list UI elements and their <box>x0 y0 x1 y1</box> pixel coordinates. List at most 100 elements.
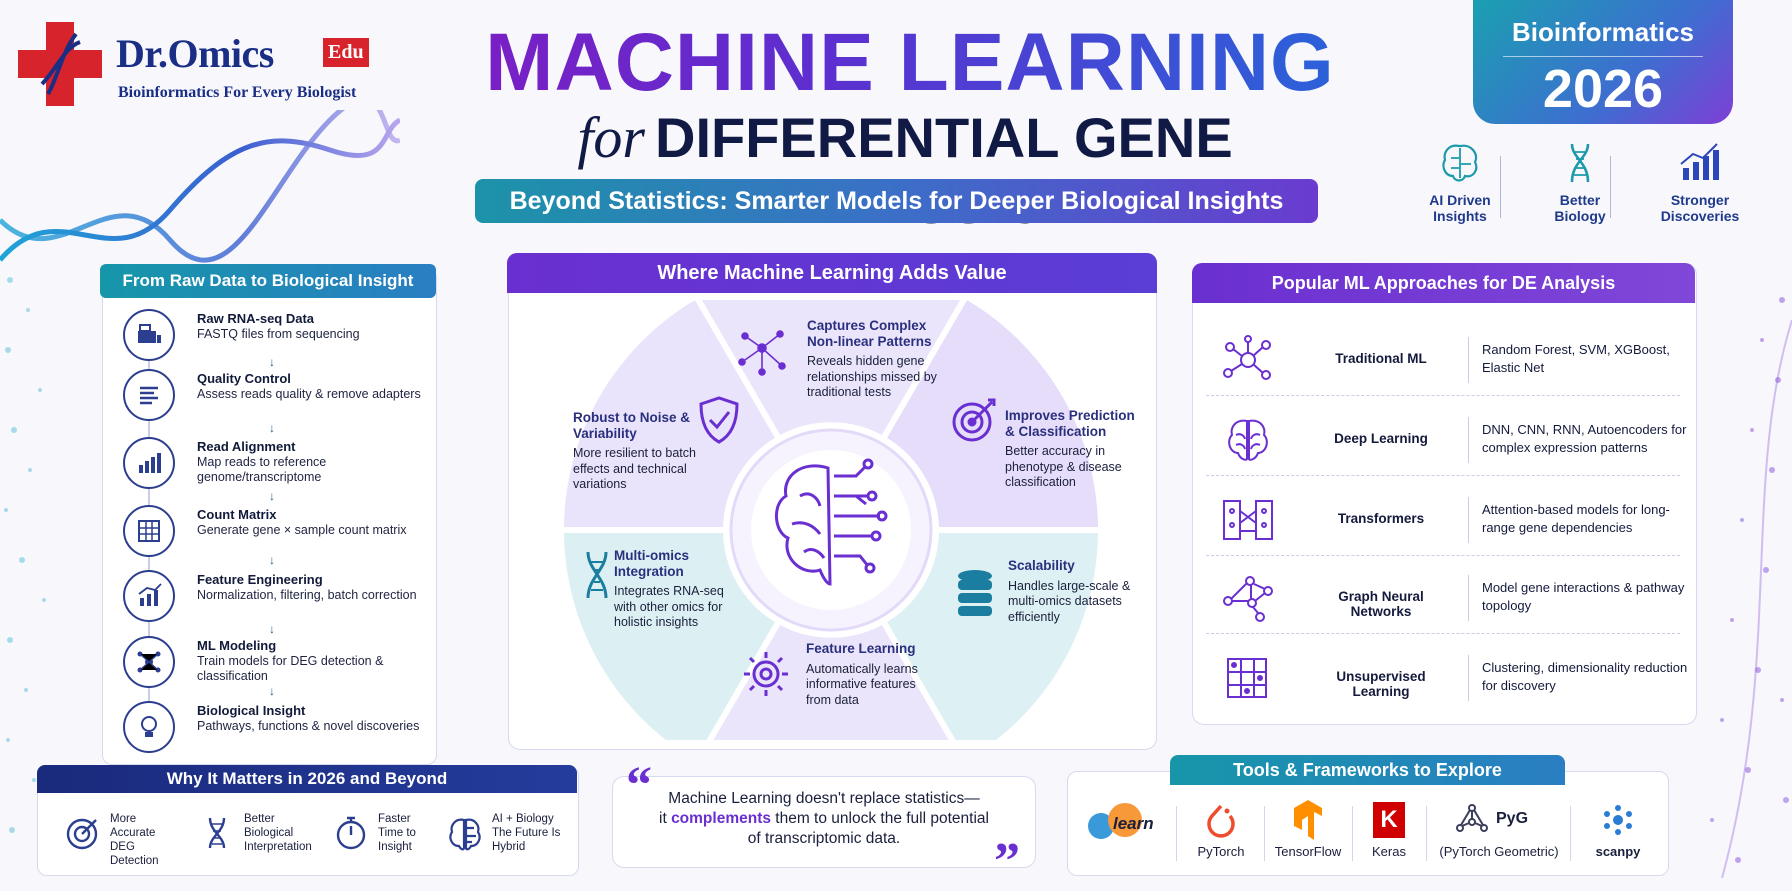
stopwatch-icon <box>336 816 366 850</box>
segment-title: Improves Prediction & Classification <box>1005 408 1135 439</box>
tool-separator <box>1264 806 1265 861</box>
approach-desc: Clustering, dimensionality reduction for… <box>1482 660 1688 693</box>
segment-top-right <box>878 300 1105 533</box>
quote-box: Machine Learning doesn't replace statist… <box>612 776 1036 868</box>
dna-helix-decoration <box>0 110 400 263</box>
step-desc: Assess reads quality & remove adapters <box>197 387 421 401</box>
tool-name: PyG <box>1496 810 1529 827</box>
badge-label: Bioinformatics <box>1511 17 1695 47</box>
down-arrow-icon: ↓ <box>269 489 275 503</box>
brand-name: Dr.Omics <box>116 31 274 76</box>
quote-text: Machine Learning doesn't replace statist… <box>613 789 1035 849</box>
value-segment-nonlinear: Captures Complex Non-linear Patterns Rev… <box>807 318 947 401</box>
step-title: Feature Engineering <box>197 572 323 587</box>
brain-circuit-icon <box>775 458 888 586</box>
why-item: Better Biological Interpretation <box>198 808 328 868</box>
lightbulb-icon <box>123 701 175 753</box>
segment-desc: More resilient to batch effects and tech… <box>573 446 696 491</box>
brain-icon <box>449 818 481 851</box>
title-for: for <box>577 105 645 170</box>
approach-divider <box>1468 575 1469 621</box>
edu-badge: Edu <box>323 38 369 67</box>
down-arrow-icon: ↓ <box>269 421 275 435</box>
tensorflow-logo <box>1294 800 1322 840</box>
target-icon <box>952 398 996 442</box>
trend-chart-icon <box>123 570 175 622</box>
step-desc: Map reads to reference genome/transcript… <box>197 455 327 484</box>
segment-desc: Automatically learns informative feature… <box>806 661 918 707</box>
quote-line2a: it <box>659 810 672 827</box>
tool-label: TensorFlow <box>1274 844 1342 859</box>
value-heading: Where Machine Learning Adds Value <box>507 253 1157 293</box>
pipeline-step: Feature Engineering Normalization, filte… <box>121 570 431 636</box>
scikit-learn-logo <box>1088 803 1142 839</box>
approach-desc: DNN, CNN, RNN, Autoencoders for complex … <box>1482 422 1687 455</box>
feature-highlights: AI Driven Insights Better Biology Strong… <box>1400 140 1780 240</box>
down-arrow-icon: ↓ <box>269 355 275 369</box>
segment-bottom-left <box>557 527 784 740</box>
approach-row: Traditional ML Random Forest, SVM, XGBoo… <box>1206 325 1680 396</box>
quote-line2b: them to unlock the full potential <box>770 810 989 827</box>
tool-tensorflow: TensorFlow <box>1268 800 1348 870</box>
step-desc: Generate gene × sample count matrix <box>197 523 407 537</box>
tools-panel <box>1067 771 1669 876</box>
tool-label: Keras <box>1372 844 1406 859</box>
tool-scikit-learn: learn <box>1085 800 1165 870</box>
gear-icon <box>744 652 788 696</box>
why-item: Faster Time to Insight <box>332 808 462 868</box>
target-icon <box>66 818 98 850</box>
tools-heading: Tools & Frameworks to Explore <box>1170 755 1565 785</box>
matrix-icon <box>123 505 175 557</box>
approach-desc: Attention-based models for long-range ge… <box>1482 502 1670 535</box>
scanpy-logo <box>1604 805 1632 835</box>
feature-line1: AI Driven <box>1429 192 1491 208</box>
main-title: MACHINE LEARNING <box>470 16 1350 110</box>
year-badge: Bioinformatics 2026 <box>1473 0 1733 124</box>
tool-label: PyTorch <box>1197 844 1245 859</box>
step-desc: Normalization, filtering, batch correcti… <box>197 588 417 602</box>
approach-name: Graph Neural Networks <box>1338 589 1424 619</box>
pipeline-step: ML Modeling Train models for DEG detecti… <box>121 636 431 698</box>
close-quote-icon: ” <box>994 833 1020 890</box>
segment-title: Robust to Noise & Variability <box>573 410 690 441</box>
segment-desc: Reveals hidden gene relationships missed… <box>807 354 937 399</box>
quote-line1: Machine Learning doesn't replace statist… <box>668 790 980 807</box>
logo: Dr.Omics Edu Bioinformatics For Every Bi… <box>18 20 388 110</box>
value-segment-prediction: Improves Prediction & Classification Bet… <box>1005 408 1135 491</box>
tool-separator <box>1426 806 1427 861</box>
segment-bottom-right <box>878 527 1105 740</box>
approach-desc: Model gene interactions & pathway topolo… <box>1482 580 1685 613</box>
approach-row: Graph Neural Networks Model gene interac… <box>1206 563 1684 634</box>
brand-tagline: Bioinformatics For Every Biologist <box>118 84 357 101</box>
approach-row: Deep Learning DNN, CNN, RNN, Autoencoder… <box>1206 405 1686 476</box>
segment-bottom <box>706 616 956 740</box>
approach-name: Unsupervised Learning <box>1336 669 1426 699</box>
transformer-icon <box>1223 500 1273 540</box>
quote-highlight: complements <box>671 810 771 827</box>
value-segment-scalability: Scalability Handles large-scale & multi-… <box>1008 558 1133 625</box>
segment-top-left <box>557 300 784 533</box>
feature-line1: Stronger <box>1670 192 1730 208</box>
quote-line3: of transcriptomic data. <box>747 830 901 847</box>
step-desc: Train models for DEG detection & classif… <box>197 654 384 683</box>
down-arrow-icon: ↓ <box>269 553 275 567</box>
pytorch-logo <box>1207 804 1235 838</box>
open-quote-icon: “ <box>626 757 652 814</box>
dna-icon <box>586 551 608 599</box>
down-arrow-icon: ↓ <box>269 684 275 698</box>
tool-label: (PyTorch Geometric) <box>1439 844 1559 859</box>
approach-divider <box>1468 337 1469 383</box>
tool-separator <box>1570 806 1571 861</box>
step-title: ML Modeling <box>197 638 277 653</box>
dot-pattern-decoration <box>4 277 46 833</box>
feature-line2: Insights <box>1433 208 1487 224</box>
network-icon <box>1223 335 1271 380</box>
segment-title: Captures Complex Non-linear Patterns <box>807 318 932 349</box>
tool-name: learn <box>1113 814 1154 833</box>
approach-divider <box>1468 655 1469 701</box>
feature-stronger-discoveries: Stronger Discoveries <box>1640 140 1760 224</box>
approach-name: Traditional ML <box>1335 351 1427 366</box>
step-desc: Pathways, functions & novel discoveries <box>197 719 420 733</box>
value-segment-multiomics: Multi-omics Integration Integrates RNA-s… <box>614 548 734 631</box>
dna-icon <box>1570 143 1590 183</box>
